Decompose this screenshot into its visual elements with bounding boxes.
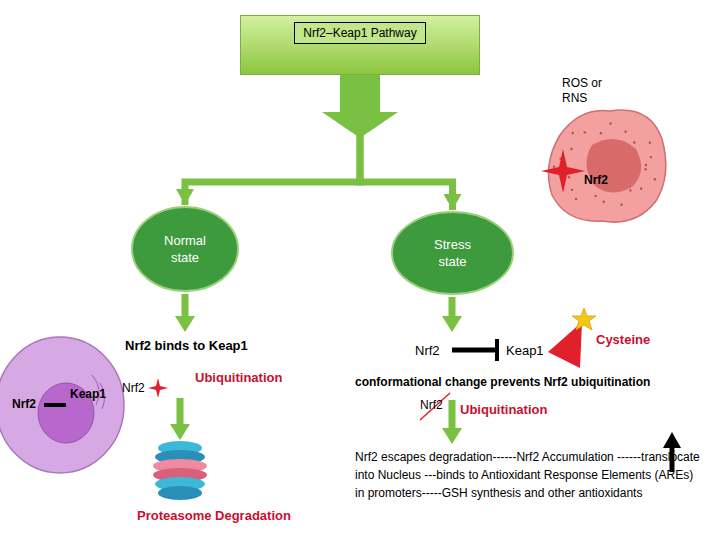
oval-text-box: Stress state [400,210,505,296]
protein-label: Keap1 [70,387,106,401]
cell-dot [629,189,631,191]
oval-shape [390,210,515,296]
text-label: conformational change prevents Nrf2 ubiq… [355,375,650,390]
cell-dot [645,164,647,166]
cell-body [0,337,124,473]
text-label: Nrf2 [415,343,440,358]
flow-arrow [182,294,189,318]
arrow-head [663,432,681,448]
arrow-head [442,428,462,444]
node-cellR: Nrf2 [540,105,670,225]
cell-dot [644,168,646,170]
cell-dot [553,165,555,167]
binding-bar [44,403,66,407]
title-text: Nrf2–Keap1 Pathway [294,22,425,44]
text-label: Keap1 [506,343,544,358]
arrow-head [442,316,462,332]
arrow-head [175,316,195,332]
protein-label: Nrf2 [12,397,36,411]
cell-dot [603,201,605,203]
text-label: ROS or RNS [562,76,612,106]
cysteine-star [572,308,596,330]
cell-dot [624,130,626,132]
oval-text-box: Normal state [140,205,230,293]
ubiquitin-star [148,378,168,398]
split-connector [360,75,453,210]
cell-dot [568,176,570,178]
cell-dot [570,148,572,150]
inhibition-bar [452,348,495,353]
cell-dot [584,131,586,133]
oval-fill [392,212,513,294]
ros-star [541,149,585,193]
cell-dot [600,132,602,134]
cell-dot [620,203,622,205]
cell-dot [594,195,596,197]
stressed-cell [540,105,670,225]
proteasome-icon [153,441,207,500]
cell-dot [640,188,642,190]
arrow-head [170,424,190,440]
cell-dot [572,132,574,134]
state-label: Stress state [423,236,483,270]
text-label: Proteasome Degradation [137,508,291,523]
node-title: Nrf2–Keap1 Pathway [240,15,480,75]
strike-line [420,393,450,420]
node-oval: Normal state [130,205,240,293]
cell-dot [649,141,651,143]
node-oval: Stress state [390,210,515,296]
oval-fill [132,207,238,291]
text-label: Cysteine [596,332,650,347]
state-label: Normal state [155,232,215,266]
text-label: Nrf2 [420,398,443,413]
cell-dot [654,178,656,180]
cell-dot [609,122,611,124]
cell-dot [571,189,573,191]
oval-shape [130,205,240,293]
node-cellL: Nrf2 Keap1 [0,335,126,475]
text-label: Nrf2 escapes degradation------Nrf2 Accum… [355,448,700,502]
flow-arrow [449,400,456,430]
text-label: Nrf2 [122,381,145,396]
protein-label: Nrf2 [584,173,608,187]
inhibition-bar [495,339,499,361]
flow-arrow [177,398,184,426]
text-label: Ubiquitination [460,402,547,417]
text-label: Nrf2 binds to Keap1 [125,338,248,353]
text-label: Ubiquitination [195,370,282,385]
cell-dot [575,198,577,200]
cell-dot [650,156,652,158]
split-connector [185,75,360,205]
flow-arrow [449,297,456,318]
cell-dot [633,141,635,143]
